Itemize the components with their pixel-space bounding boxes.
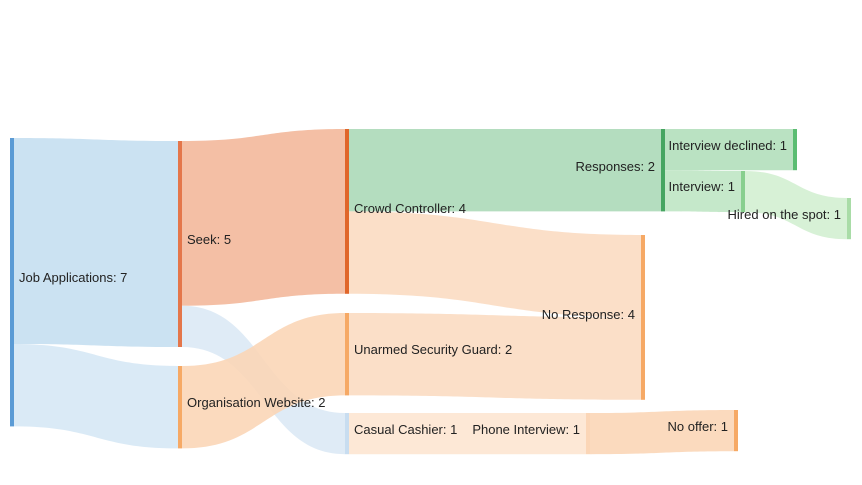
label-interview-declined: Interview declined: 1: [668, 138, 787, 153]
link-crowd-controller-to-no-response: [349, 211, 641, 318]
label-organisation-website: Organisation Website: 2: [187, 395, 326, 410]
label-responses: Responses: 2: [576, 159, 656, 174]
link-unarmed-security-guard-to-no-response: [349, 313, 641, 400]
node-no-offer: [734, 410, 738, 452]
label-job-applications: Job Applications: 7: [19, 270, 127, 285]
link-interview-to-hired-on-the-spot: [745, 171, 847, 240]
label-no-response: No Response: 4: [542, 307, 635, 322]
label-casual-cashier: Casual Cashier: 1: [354, 422, 457, 437]
node-crowd-controller: [345, 129, 349, 294]
node-organisation-website: [178, 366, 182, 449]
link-job-applications-to-seek: [14, 138, 178, 347]
label-seek: Seek: 5: [187, 232, 231, 247]
node-interview-declined: [793, 129, 797, 171]
link-responses-to-interview-declined: [665, 129, 793, 171]
link-casual-cashier-to-phone-interview: [349, 413, 586, 455]
label-interview: Interview: 1: [669, 179, 735, 194]
node-interview: [741, 171, 745, 213]
label-crowd-controller: Crowd Controller: 4: [354, 201, 466, 216]
link-organisation-website-to-unarmed-security-guard: [182, 313, 345, 449]
node-no-response: [641, 235, 645, 400]
label-phone-interview: Phone Interview: 1: [472, 422, 580, 437]
node-casual-cashier: [345, 413, 349, 455]
link-responses-to-interview: [665, 170, 741, 213]
sankey-links: [14, 129, 847, 455]
node-job-applications: [10, 138, 14, 427]
label-unarmed-security-guard: Unarmed Security Guard: 2: [354, 342, 512, 357]
sankey-labels: Job Applications: 7 Seek: 5 Organisation W…: [19, 138, 841, 437]
link-job-applications-to-organisation-website: [14, 344, 178, 449]
link-seek-to-crowd-controller: [182, 129, 345, 306]
link-phone-interview-to-no-offer: [590, 410, 734, 455]
node-phone-interview: [586, 413, 590, 455]
label-hired-on-the-spot: Hired on the spot: 1: [728, 207, 841, 222]
node-responses: [661, 129, 665, 212]
sankey-nodes: [10, 129, 851, 455]
node-unarmed-security-guard: [345, 313, 349, 396]
label-no-offer: No offer: 1: [668, 419, 728, 434]
node-hired-on-the-spot: [847, 198, 851, 240]
link-crowd-controller-to-responses: [349, 129, 661, 212]
node-seek: [178, 141, 182, 347]
